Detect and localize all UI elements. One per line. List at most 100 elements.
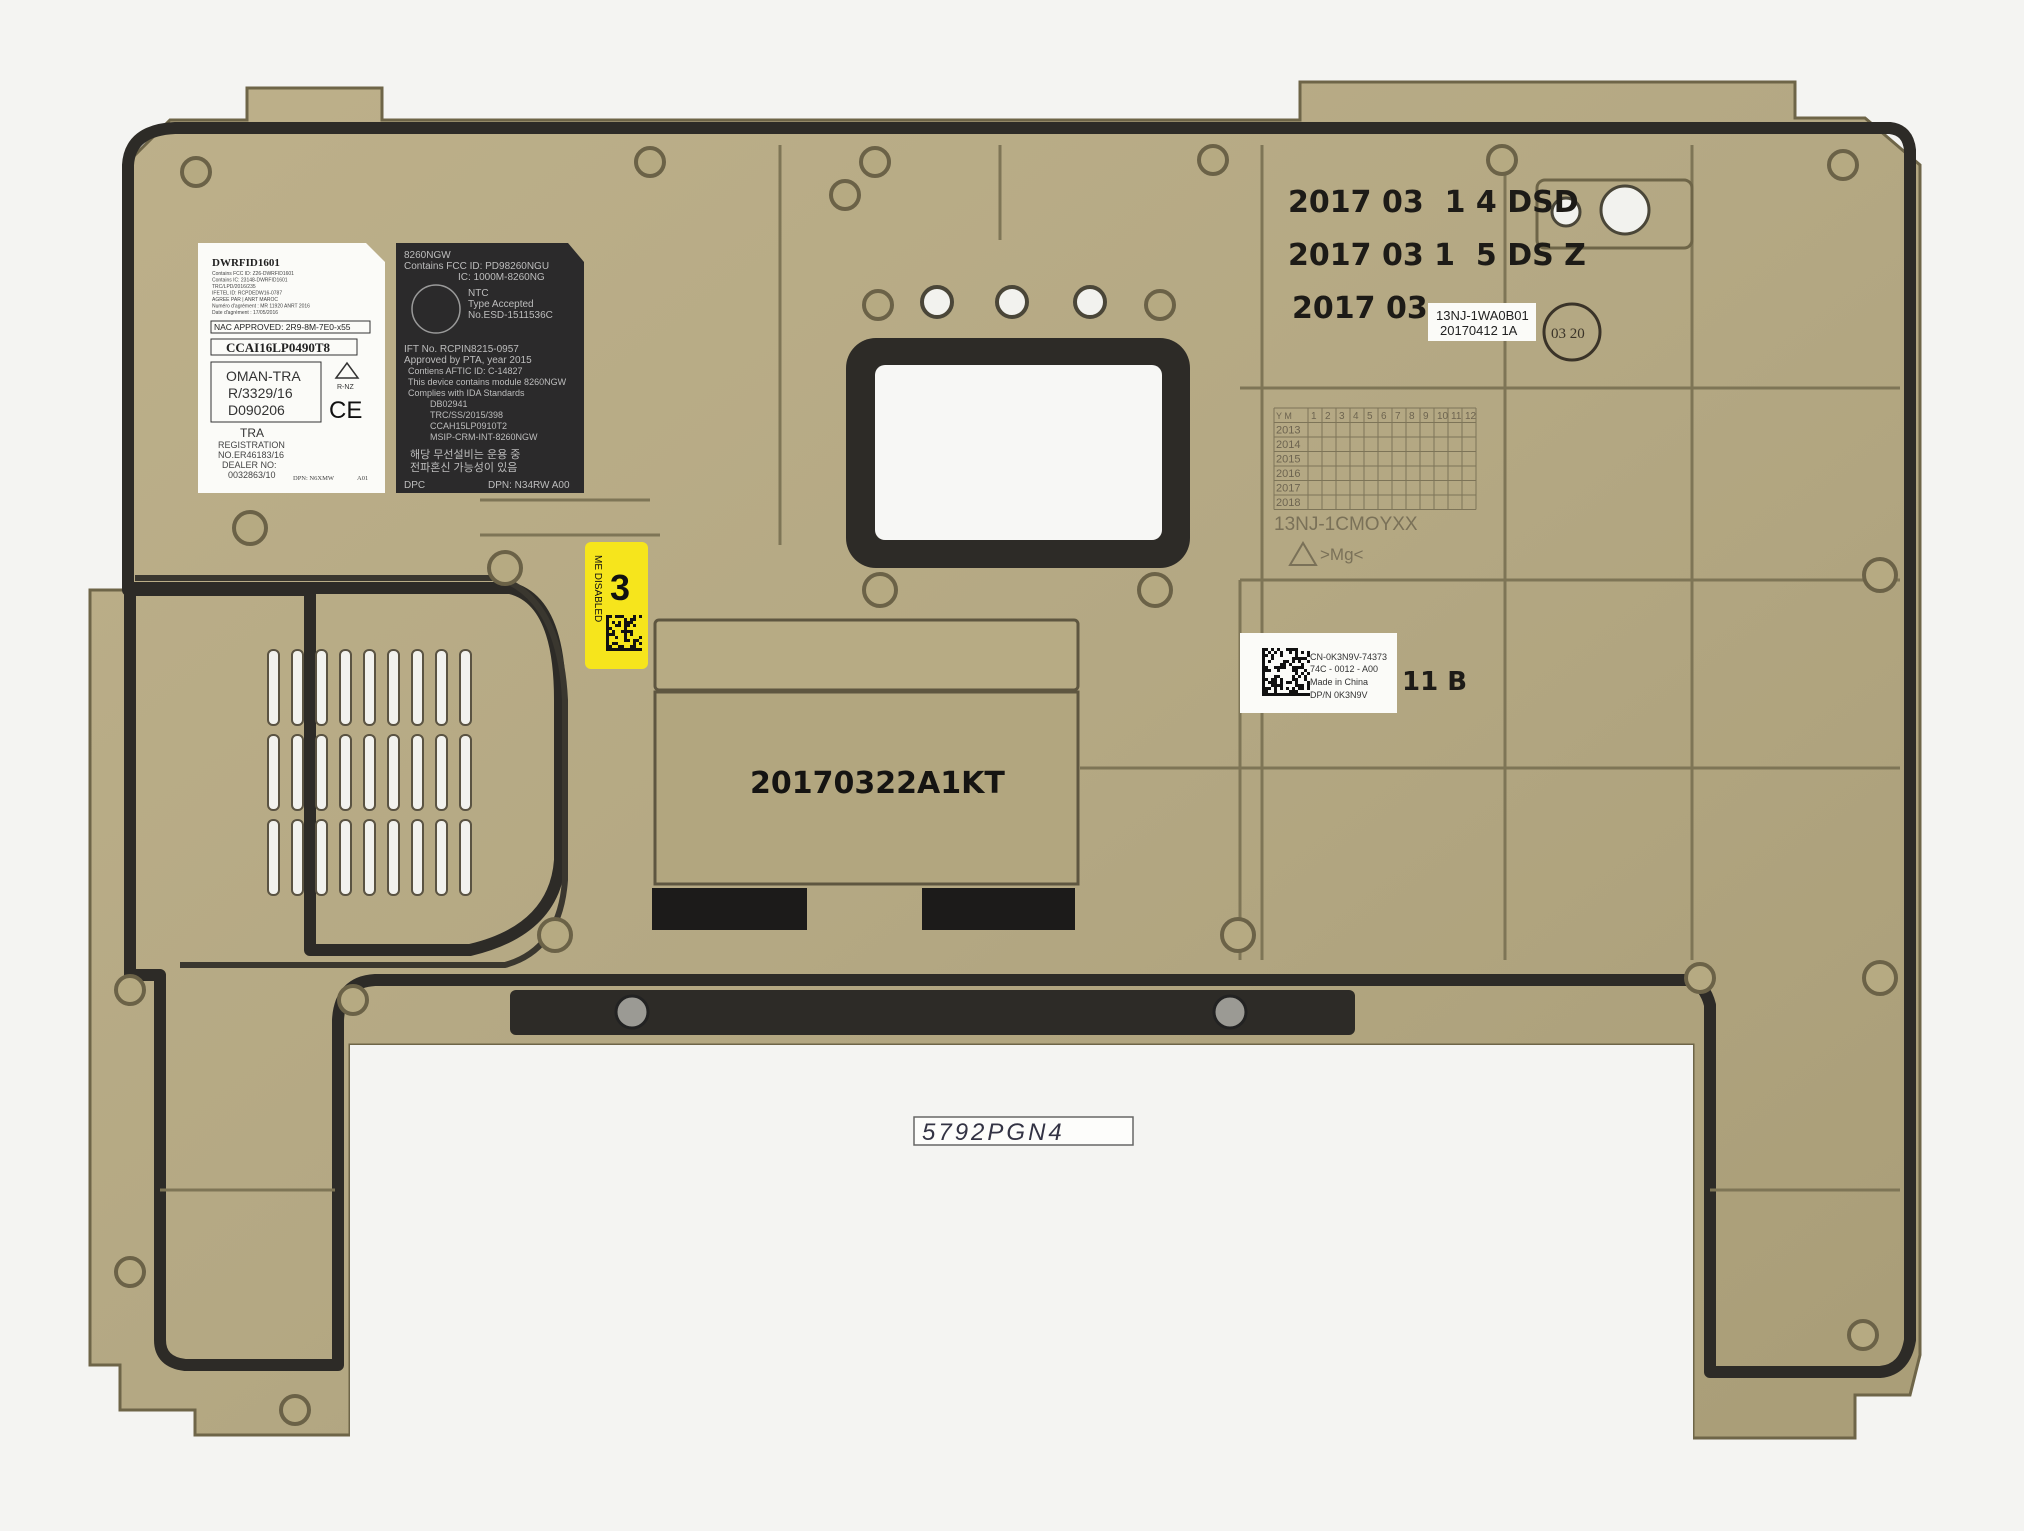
wifi-label-oman-2: R/3329/16 (228, 385, 293, 401)
sensor-hole-small (1550, 196, 1582, 228)
datamatrix-cell (1292, 675, 1295, 678)
datamatrix-cell (1274, 690, 1277, 693)
datamatrix-cell (633, 624, 636, 627)
sensor-hole-large (1599, 184, 1651, 236)
datamatrix-cell (1286, 687, 1289, 690)
datamatrix-cell (612, 648, 615, 651)
datamatrix-cell (1271, 654, 1274, 657)
wwan-label-line: This device contains module 8260NGW (408, 377, 567, 387)
datamatrix-cell (1295, 684, 1298, 687)
datamatrix-cell (1298, 666, 1301, 669)
datamatrix-cell (624, 627, 627, 630)
datamatrix-cell (1262, 678, 1265, 681)
datamatrix-cell (1304, 693, 1307, 696)
datamatrix-cell (630, 633, 633, 636)
datamatrix-cell (1262, 648, 1265, 651)
wifi-label-fineprint: IFETEL ID: RCPDEDW16-0787 (212, 291, 282, 297)
datamatrix-cell (1307, 687, 1310, 690)
yellow-datamatrix (606, 615, 642, 651)
datamatrix-cell (1271, 678, 1274, 681)
wwan-label-korean: 전파혼신 가능성이 있음 (410, 461, 517, 474)
vent-slot (267, 649, 280, 726)
datamatrix-cell (606, 633, 609, 636)
date-grid-year: 2018 (1276, 497, 1300, 509)
gasket-seal (122, 122, 1916, 1378)
wwan-label-line: DB02941 (430, 399, 468, 409)
datamatrix-cell (1301, 693, 1304, 696)
datamatrix-cell (1277, 666, 1280, 669)
datamatrix-cell (633, 645, 636, 648)
datamatrix-cell (627, 624, 630, 627)
part-label-bg (1428, 303, 1536, 341)
datamatrix-cell (1280, 654, 1283, 657)
datamatrix-cell (633, 639, 636, 642)
datamatrix-cell (624, 648, 627, 651)
vent-slot (435, 734, 448, 811)
wifi-label-fineprint: AGREE PAR | ANRT MAROC (212, 297, 278, 303)
wifi-label-fineprint: Contains IC: 23148-DWRFID1601 (212, 278, 288, 284)
datamatrix-cell (1295, 666, 1298, 669)
datamatrix-cell (1280, 684, 1283, 687)
part-label-line2: 20170412 1A (1440, 323, 1518, 338)
wwan-label-bg (396, 243, 584, 493)
datamatrix-cell (1307, 693, 1310, 696)
date-grid-month: 4 (1353, 411, 1359, 422)
datamatrix-cell (1271, 657, 1274, 660)
datamatrix-cell (606, 615, 609, 618)
datamatrix-cell (606, 648, 609, 651)
datamatrix-cell (1262, 684, 1265, 687)
datamatrix-cell (1286, 681, 1289, 684)
datamatrix-cell (1277, 684, 1280, 687)
datamatrix-cell (1277, 669, 1280, 672)
datamatrix-cell (1304, 675, 1307, 678)
vent-slot (339, 734, 352, 811)
datamatrix-cell (1268, 660, 1271, 663)
wifi-label-oman-1: OMAN-TRA (226, 368, 301, 384)
datamatrix-cell (606, 618, 609, 621)
datamatrix-cell (1265, 687, 1268, 690)
datamatrix-cell (606, 642, 609, 645)
datamatrix-cell (630, 621, 633, 624)
date-grid-month: 8 (1409, 411, 1415, 422)
datamatrix-cell (1280, 651, 1283, 654)
datamatrix-cell (1292, 693, 1295, 696)
date-grid-month: 9 (1423, 411, 1429, 422)
datamatrix-cell (612, 630, 615, 633)
datamatrix-cell (1292, 678, 1295, 681)
date-grid-month: 1 (1311, 411, 1317, 422)
wwan-label-line: 8260NGW (404, 250, 451, 261)
datamatrix-cell (1289, 663, 1292, 666)
vent-slot (291, 819, 304, 896)
date-grid-month: 7 (1395, 411, 1401, 422)
datamatrix-cell (1301, 687, 1304, 690)
datamatrix-cell (606, 624, 609, 627)
datamatrix-cell (1268, 669, 1271, 672)
datamatrix-cell (1286, 693, 1289, 696)
datamatrix-cell (615, 624, 618, 627)
yellow-label-text: ME DISABLED (592, 555, 603, 622)
display-window-opening (875, 365, 1162, 540)
datamatrix-cell (1289, 651, 1292, 654)
wwan-label-line: MSIP-CRM-INT-8260NGW (430, 432, 538, 442)
wwan-label-line: IC: 1000M-8260NG (458, 272, 545, 283)
datamatrix-cell (1292, 669, 1295, 672)
oman-box (210, 361, 322, 423)
vent-slot (363, 734, 376, 811)
datamatrix-cell (1307, 672, 1310, 675)
datamatrix-cell (1286, 648, 1289, 651)
gasket-inner-line (135, 575, 568, 968)
vent-slot (363, 649, 376, 726)
datamatrix-cell (624, 618, 627, 621)
datamatrix-cell (1292, 666, 1295, 669)
datamatrix-cell (612, 621, 615, 624)
datamatrix-cell (1295, 669, 1298, 672)
datamatrix-cell (1292, 690, 1295, 693)
datamatrix-cell (1292, 660, 1295, 663)
molded-part-number: 13NJ-1CMOYXX (1274, 514, 1418, 535)
datamatrix-cell (1265, 666, 1268, 669)
wwan-label-korean: 해당 무선설비는 운용 중 (410, 447, 520, 461)
datamatrix-cell (618, 645, 621, 648)
datamatrix-cell (612, 633, 615, 636)
vent-slot (411, 649, 424, 726)
